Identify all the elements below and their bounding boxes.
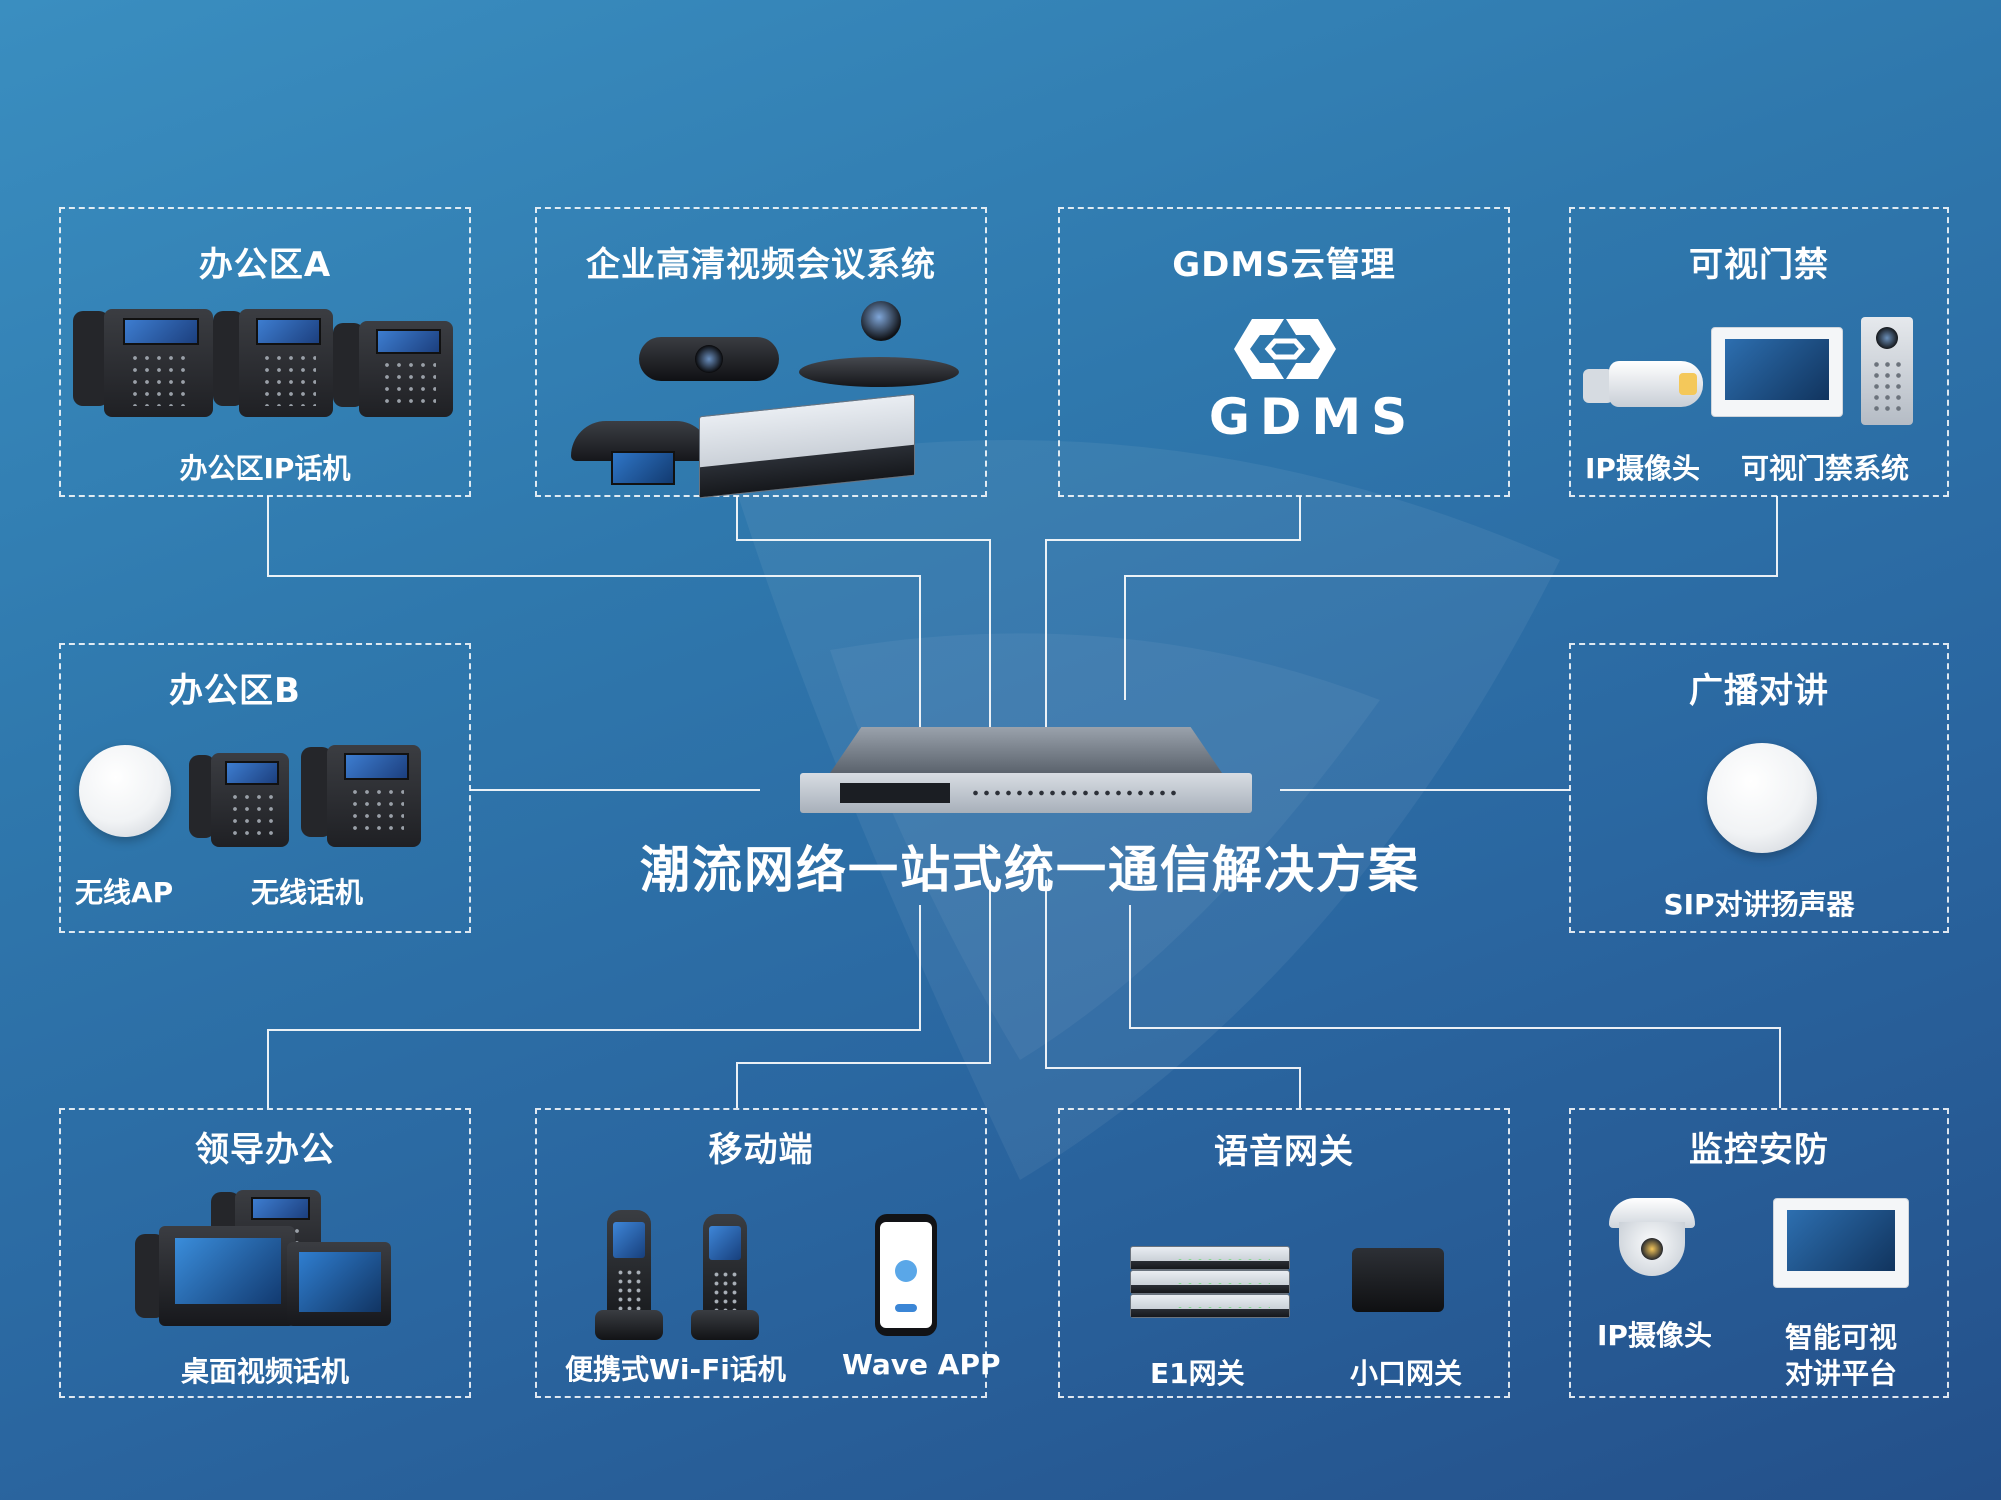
desktop-video-phone-device (135, 1226, 295, 1326)
conference-phone-device (571, 421, 711, 485)
panel-gdms-title: GDMS云管理 (1172, 245, 1396, 285)
solution-title: 潮流网络一站式统一通信解决方案 (640, 841, 1420, 899)
panel-gateway-title: 语音网关 (1214, 1132, 1354, 1172)
smart-intercom-platform-device (1773, 1198, 1909, 1288)
desktop-video-phone-tablet (287, 1242, 391, 1326)
panel-video-conf: 企业高清视频会议系统 (535, 207, 987, 499)
panel-gdms: GDMS云管理 (1058, 207, 1510, 497)
sip-speaker-device (1707, 743, 1817, 853)
door-control-panel-device (1711, 327, 1843, 417)
gdms-logo-text: GDMS (1208, 388, 1418, 446)
panel-security: 监控安防 IP摄像头 智能可视 对讲平台 (1569, 1108, 1949, 1398)
desk-phone-3 (333, 321, 453, 417)
line-door (1124, 496, 1778, 700)
bullet-camera-device (1583, 357, 1703, 413)
line-leader (267, 905, 921, 1108)
line-mobile (736, 880, 991, 1108)
e1-gateway-unit-1 (1130, 1246, 1290, 1270)
panel-office-b-title: 办公区B (169, 671, 301, 711)
panel-gateway-small-label: 小口网关 (1350, 1357, 1463, 1390)
mcu-server-device (699, 393, 915, 499)
panel-office-a-label: 办公区IP话机 (179, 452, 351, 485)
desk-phone-2 (213, 309, 333, 417)
panel-leader-label: 桌面视频话机 (180, 1355, 349, 1388)
e1-gateway-unit-3 (1130, 1294, 1290, 1318)
panel-security-platform-label-1: 智能可视 (1785, 1321, 1898, 1354)
wifi-handset-2-cradle (691, 1310, 759, 1340)
ucm-ippbx-device (800, 727, 1252, 819)
panel-door: 可视门禁 IP摄像头 可视门禁系统 (1569, 207, 1949, 497)
panel-leader: 领导办公 桌面视频话机 (59, 1108, 471, 1398)
wifi-handset-1-cradle (595, 1310, 663, 1340)
small-gateway-device (1352, 1248, 1444, 1312)
panel-office-b-phone-label: 无线话机 (251, 876, 364, 909)
dome-camera-device (1609, 1198, 1695, 1280)
panel-mobile: 移动端 便携式Wi-Fi话机 Wave APP (535, 1108, 1000, 1398)
panel-door-system-label: 可视门禁系统 (1741, 452, 1910, 485)
panel-door-camera-label: IP摄像头 (1585, 452, 1700, 485)
panel-mobile-title: 移动端 (708, 1130, 814, 1170)
panel-security-camera-label: IP摄像头 (1597, 1319, 1712, 1352)
panel-broadcast-label: SIP对讲扬声器 (1663, 888, 1855, 921)
desk-phone-1 (73, 309, 213, 417)
panel-security-title: 监控安防 (1689, 1130, 1829, 1170)
panel-broadcast: 广播对讲 SIP对讲扬声器 (1569, 643, 1949, 933)
line-security (1129, 905, 1781, 1108)
smartphone-wave-app-device (875, 1214, 937, 1336)
panel-gateway: 语音网关 E1网关 小口网关 (1058, 1108, 1510, 1398)
wireless-phone-1 (189, 753, 289, 847)
panel-gateway-e1-label: E1网关 (1150, 1357, 1245, 1390)
panel-broadcast-title: 广播对讲 (1689, 671, 1829, 711)
panel-office-b: 办公区B 无线AP 无线话机 (59, 643, 471, 933)
line-gdms (1045, 496, 1301, 730)
panel-mobile-app-label: Wave APP (842, 1348, 1001, 1381)
video-bar-device (639, 337, 779, 381)
door-keypad-device (1861, 317, 1913, 425)
panel-mobile-wifi-label: 便携式Wi-Fi话机 (565, 1353, 786, 1386)
gdms-logo-icon (1234, 319, 1336, 379)
line-video-conf (736, 496, 991, 730)
line-office-a (267, 496, 921, 730)
ptz-camera-device (799, 301, 959, 393)
panel-office-b-ap-label: 无线AP (75, 876, 174, 909)
panel-leader-title: 领导办公 (195, 1130, 335, 1170)
panel-door-title: 可视门禁 (1689, 245, 1829, 285)
wireless-phone-2 (301, 745, 421, 847)
panel-office-a-title: 办公区A (198, 245, 332, 285)
panel-video-conf-title: 企业高清视频会议系统 (586, 245, 936, 285)
e1-gateway-unit-2 (1130, 1270, 1290, 1294)
line-gateway (1045, 880, 1301, 1108)
panel-office-a: 办公区A 办公区IP话机 (59, 207, 471, 497)
wireless-ap-device (79, 745, 171, 837)
panel-security-platform-label-2: 对讲平台 (1785, 1357, 1898, 1390)
